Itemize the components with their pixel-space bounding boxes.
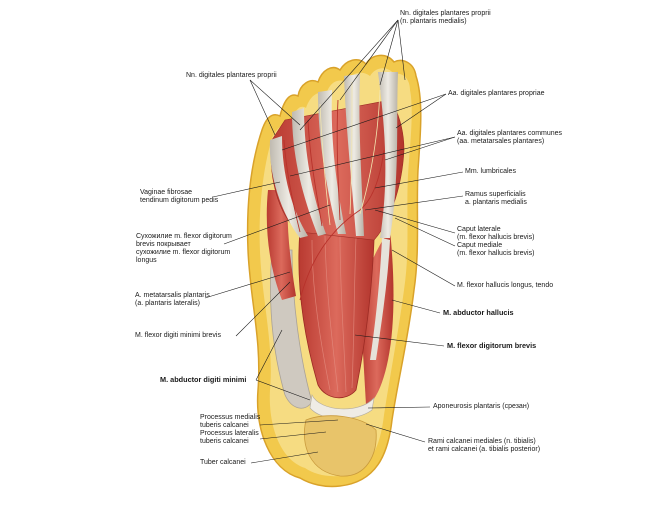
aponeurosis-cut (309, 393, 375, 420)
label-tuber-calcanei: Tuber calcanei (200, 459, 246, 466)
label-caput-mediale: Caput mediale (m. flexor hallucis brevis… (457, 242, 535, 257)
label-nn-digitales-propri: Nn. digitales plantares proprii (186, 72, 277, 79)
label-aa-digitales-communes: Aa. digitales plantares communes (aa. me… (457, 130, 563, 145)
label-a-metatarsalis: A. metatarsalis plantaris (a. plantaris … (135, 292, 210, 307)
label-abductor-hallucis: M. abductor hallucis (443, 308, 514, 317)
label-aa-digitales-propriae: Aa. digitales plantares propriae (448, 90, 545, 97)
label-abductor-digiti-minimi: M. abductor digiti minimi (160, 375, 247, 384)
nerves (319, 81, 381, 226)
label-aponeurosis: Aponeurosis plantaris (срезан) (433, 403, 530, 410)
leader-lines (204, 19, 464, 464)
label-vaginae-fibrosae: Vaginae fibrosae tendinum digitorum pedi… (140, 189, 219, 204)
label-rami-calcanei: Rami calcanei mediales (n. tibialis) et … (428, 438, 541, 453)
label-nn-digitales-propri-medialis: Nn. digitales plantares proprii (n. plan… (400, 10, 491, 25)
label-flexor-digiti-minimi: M. flexor digiti minimi brevis (135, 332, 221, 339)
label-flexor-digitorum-brevis: M. flexor digitorum brevis (447, 341, 537, 350)
label-ramus-superficialis: Ramus superficialis a. plantaris mediali… (465, 191, 527, 206)
label-mm-lumbricales: Mm. lumbricales (465, 168, 516, 175)
flexor-hallucis-longus-tendon (370, 238, 390, 360)
label-caput-laterale: Caput laterale (m. flexor hallucis brevi… (457, 226, 535, 241)
label-sukhozhilie: Сухожилие m. flexor digitorum brevis пок… (136, 233, 232, 264)
label-processus: Processus medialis tuberis calcanei Proc… (200, 414, 261, 445)
label-flexor-hallucis-longus: M. flexor hallucis longus, tendo (457, 282, 554, 289)
